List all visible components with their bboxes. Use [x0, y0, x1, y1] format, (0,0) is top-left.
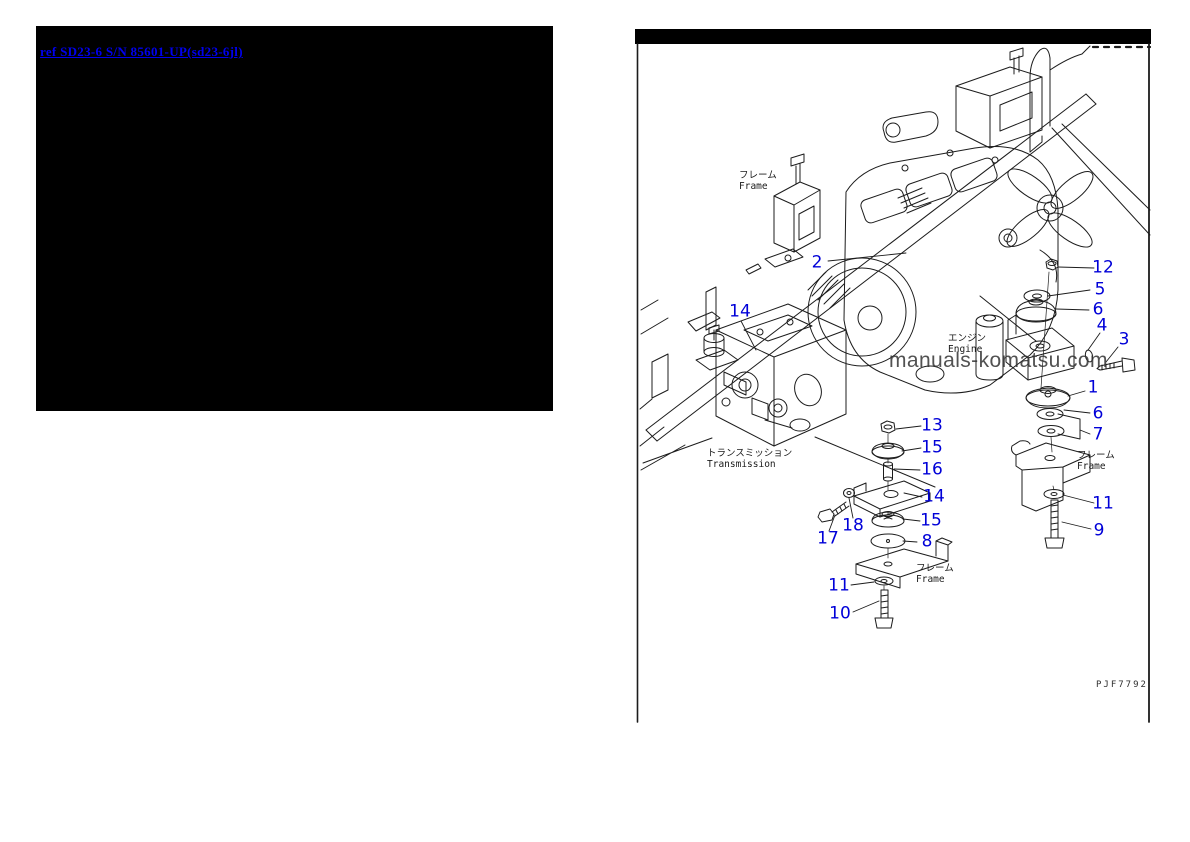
thumbnail-panel: ref SD23-6 S/N 85601-UP(sd23-6jl) [36, 26, 553, 411]
callout-8[interactable]: 8 [921, 531, 933, 552]
mount-bottom-art [817, 420, 953, 629]
callout-12[interactable]: 12 [1092, 257, 1114, 278]
callout-6-lower[interactable]: 6 [1092, 403, 1104, 424]
label-frame-top-en: Frame [739, 181, 768, 192]
callout-13[interactable]: 13 [921, 415, 943, 436]
callout-10[interactable]: 10 [829, 603, 851, 624]
label-engine: エンジン Engine [948, 333, 986, 355]
label-frame-right-jp: フレーム [1077, 450, 1115, 461]
label-transmission: トランスミッション Transmission [707, 448, 792, 470]
callout-3[interactable]: 3 [1118, 329, 1130, 350]
leader-lines [740, 252, 1119, 613]
transmission-art [695, 303, 936, 488]
callout-2[interactable]: 2 [811, 252, 823, 273]
label-engine-en: Engine [948, 344, 983, 355]
label-frame-bottom-en: Frame [916, 574, 945, 585]
drawing-number: PJF7792 [1096, 680, 1148, 690]
label-engine-jp: エンジン [948, 333, 987, 344]
callout-14-bottom[interactable]: 14 [923, 486, 945, 507]
callout-15-upper[interactable]: 15 [921, 437, 943, 458]
label-frame-top-jp: フレーム [739, 170, 777, 181]
callout-11-right[interactable]: 11 [1092, 493, 1114, 514]
callout-17[interactable]: 17 [817, 528, 839, 549]
label-frame-right-en: Frame [1077, 461, 1106, 472]
callout-1[interactable]: 1 [1087, 377, 1099, 398]
diagram-border [635, 29, 1152, 723]
watermark: manuals-komatsu.com [889, 349, 1108, 372]
callout-14-left[interactable]: 14 [729, 301, 751, 322]
callout-18[interactable]: 18 [842, 515, 864, 536]
callout-11-bottom[interactable]: 11 [828, 575, 850, 596]
label-frame-bottom: フレーム Frame [916, 563, 954, 585]
frame-rail-art [639, 45, 1151, 471]
engine-mount-right-art [1005, 258, 1136, 549]
callout-16[interactable]: 16 [921, 459, 943, 480]
callout-15-lower[interactable]: 15 [920, 510, 942, 531]
callout-9[interactable]: 9 [1093, 520, 1105, 541]
callout-7[interactable]: 7 [1092, 424, 1104, 445]
callout-5[interactable]: 5 [1094, 279, 1106, 300]
label-frame-bottom-jp: フレーム [916, 563, 954, 574]
label-frame-top: フレーム Frame [739, 170, 777, 192]
label-frame-right: フレーム Frame [1077, 450, 1115, 472]
label-transmission-jp: トランスミッション [707, 448, 793, 459]
callout-6-upper[interactable]: 6 [1092, 299, 1104, 320]
callout-4[interactable]: 4 [1096, 315, 1108, 336]
ref-link[interactable]: ref SD23-6 S/N 85601-UP(sd23-6jl) [40, 44, 243, 59]
label-transmission-en: Transmission [707, 459, 776, 470]
